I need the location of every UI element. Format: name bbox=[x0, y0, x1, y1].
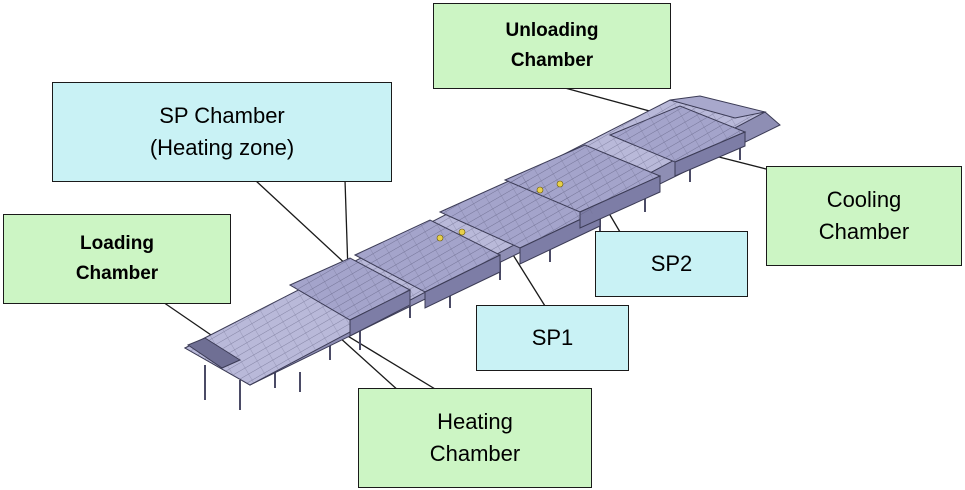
leader-sp-chamber-right bbox=[344, 179, 349, 273]
callout-heating-chamber: Heating Chamber bbox=[358, 388, 592, 488]
unloading-end-frame bbox=[669, 95, 766, 119]
callout-cooling-chamber: Cooling Chamber bbox=[766, 166, 962, 266]
callout-sp1: SP1 bbox=[476, 305, 629, 371]
callout-loading-chamber: Loading Chamber bbox=[3, 214, 231, 304]
callout-loading-line2: Chamber bbox=[75, 263, 159, 284]
callout-cooling-line1: Cooling bbox=[826, 187, 902, 212]
callout-sp-chamber-line2: (Heating zone) bbox=[149, 135, 295, 160]
callout-heating-line2: Chamber bbox=[429, 441, 521, 466]
callout-unloading-chamber: Unloading Chamber bbox=[433, 3, 671, 89]
callout-unloading-line2: Chamber bbox=[510, 50, 594, 71]
callout-sp2-label: SP2 bbox=[650, 251, 693, 276]
callout-sp-chamber-line1: SP Chamber bbox=[159, 103, 285, 128]
callout-sp-chamber: SP Chamber (Heating zone) bbox=[52, 82, 392, 182]
callout-loading-line1: Loading bbox=[80, 233, 154, 254]
callout-unloading-line1: Unloading bbox=[505, 20, 599, 41]
loading-end-frame bbox=[186, 337, 242, 369]
callout-heating-line1: Heating bbox=[437, 409, 513, 434]
yellow-components bbox=[436, 180, 564, 242]
callout-sp1-label: SP1 bbox=[531, 325, 574, 350]
callout-sp2: SP2 bbox=[595, 231, 748, 297]
leader-sp-chamber-left bbox=[254, 179, 351, 269]
callout-cooling-line2: Chamber bbox=[818, 219, 910, 244]
